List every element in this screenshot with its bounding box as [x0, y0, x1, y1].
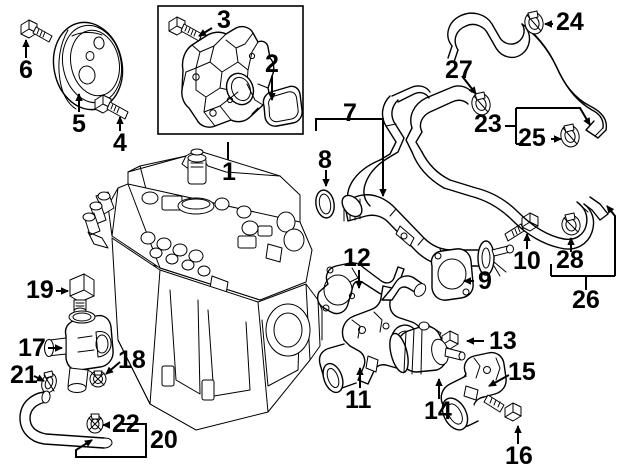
water-inlet-pipe	[343, 194, 514, 277]
leader-27	[461, 75, 477, 95]
callout-18[interactable]: 18	[118, 346, 146, 374]
engine-block	[82, 148, 323, 431]
leader-26-right	[606, 205, 616, 276]
water-pump-bolt	[168, 16, 203, 42]
pulley-bolt-upper	[20, 19, 53, 43]
leader-20-bottom	[75, 439, 147, 458]
callout-3[interactable]: 3	[217, 6, 231, 34]
callout-15[interactable]: 15	[508, 358, 536, 386]
callout-6[interactable]: 6	[19, 56, 33, 84]
callout-28[interactable]: 28	[556, 246, 584, 274]
hose-clamp-lower-right	[561, 212, 581, 236]
heater-hose-assembly	[19, 390, 113, 449]
leader-20-top	[122, 423, 147, 441]
valve-clamp	[89, 370, 107, 388]
water-pump-gasket	[262, 85, 303, 127]
water-pump-assembly	[181, 25, 275, 128]
water-pump-pulley	[52, 21, 124, 111]
radiator-hose-assembly	[447, 12, 608, 139]
coolant-temperature-sensor	[69, 273, 95, 315]
water-outlet	[440, 351, 507, 431]
callout-27[interactable]: 27	[445, 56, 473, 84]
callout-10[interactable]: 10	[513, 247, 541, 275]
callout-20[interactable]: 20	[150, 426, 178, 454]
callout-23[interactable]: 23	[474, 110, 502, 138]
outlet-bolt	[483, 394, 522, 422]
hose-clamp-left	[41, 370, 57, 394]
callout-1[interactable]: 1	[222, 158, 236, 186]
heater-control-valve	[44, 310, 114, 393]
callout-12[interactable]: 12	[343, 244, 371, 272]
callout-8[interactable]: 8	[318, 146, 332, 174]
hose-clamp-upper-right	[524, 10, 544, 35]
callout-9[interactable]: 9	[478, 267, 492, 295]
lower-hose-assembly	[341, 85, 609, 250]
callout-25[interactable]: 25	[518, 124, 546, 152]
callout-17[interactable]: 17	[18, 334, 46, 362]
pipe-gasket	[430, 248, 474, 301]
callout-26[interactable]: 26	[572, 286, 600, 314]
hose-clamp-center	[471, 91, 491, 116]
callout-14[interactable]: 14	[424, 397, 452, 425]
hose-clamp-right	[560, 123, 580, 148]
callout-16[interactable]: 16	[505, 442, 533, 470]
leader-15	[488, 374, 510, 387]
leader-21	[33, 374, 45, 382]
callout-22[interactable]: 22	[112, 410, 140, 438]
callout-7[interactable]: 7	[343, 99, 357, 127]
leader-18	[105, 361, 121, 375]
callout-5[interactable]: 5	[72, 110, 86, 138]
callout-13[interactable]: 13	[489, 327, 517, 355]
leader-23-top	[516, 107, 591, 126]
inlet-pipe-o-ring	[315, 189, 335, 219]
callout-11[interactable]: 11	[345, 386, 372, 414]
callout-24[interactable]: 24	[556, 8, 584, 36]
callout-2[interactable]: 2	[265, 50, 279, 78]
leader-3	[198, 27, 213, 37]
callout-21[interactable]: 21	[10, 361, 38, 389]
callout-19[interactable]: 19	[26, 276, 54, 304]
leader-7	[315, 118, 387, 197]
thermostat	[389, 321, 466, 375]
water-pump-detail-box	[157, 5, 304, 135]
hose-clamp-lower	[86, 413, 104, 434]
pulley-bolt-lower	[94, 94, 129, 120]
callout-4[interactable]: 4	[113, 129, 127, 157]
